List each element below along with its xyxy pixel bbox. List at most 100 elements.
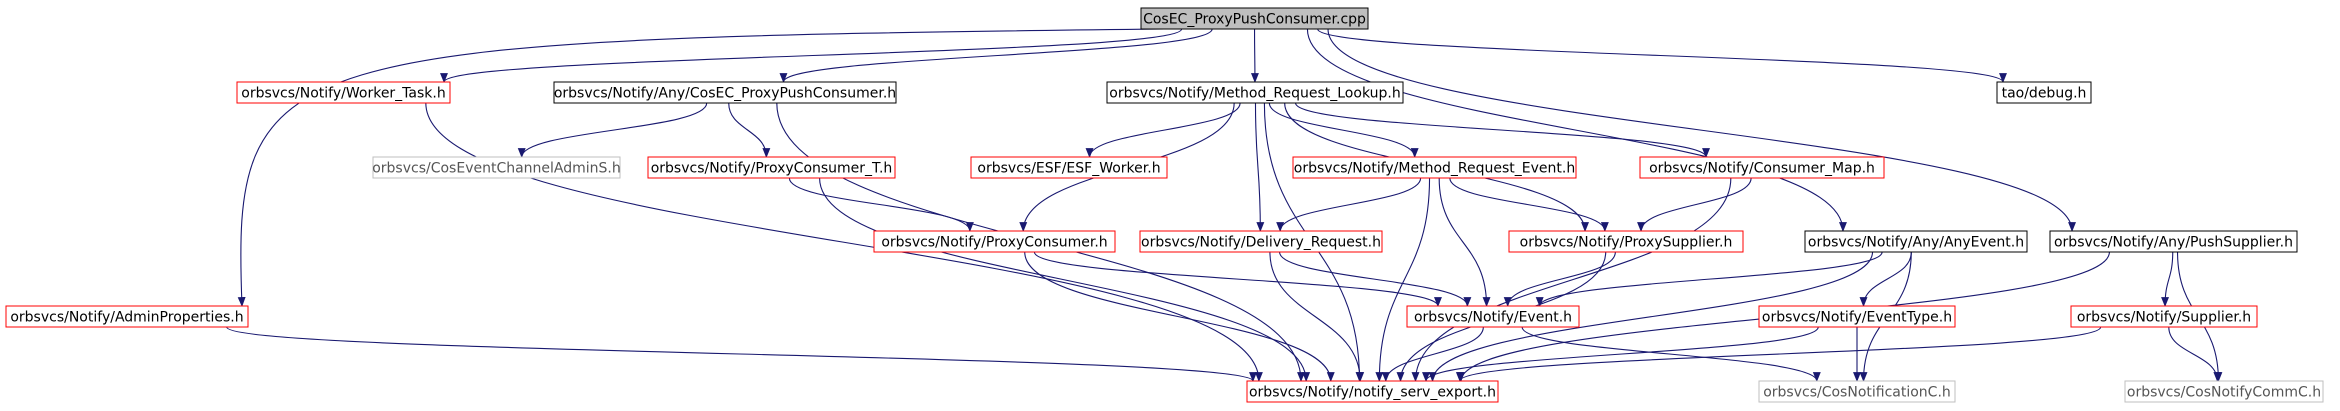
node-label: orbsvcs/Notify/ProxyConsumer_T.h	[651, 161, 893, 177]
node-orbsvcs-notify-adminproperties-h[interactable]: orbsvcs/Notify/AdminProperties.h	[5, 305, 249, 328]
node-label: orbsvcs/Notify/ProxySupplier.h	[1520, 235, 1733, 251]
node-orbsvcs-notify-supplier-h[interactable]: orbsvcs/Notify/Supplier.h	[2070, 305, 2258, 328]
node-label: orbsvcs/Notify/Worker_Task.h	[241, 86, 445, 102]
node-label: orbsvcs/Notify/Method_Request_Event.h	[1294, 161, 1575, 177]
node-label: orbsvcs/Notify/Any/CosEC_ProxyPushConsum…	[554, 86, 896, 102]
node-box	[1140, 7, 1369, 30]
edge-root-to-adminprops	[237, 28, 1165, 307]
node-label: orbsvcs/Notify/ProxyConsumer.h	[881, 235, 1107, 251]
file-nodes: CosEC_ProxyPushConsumer.cpp orbsvcs/Notif…	[5, 7, 2324, 403]
node-orbsvcs-cosnotificationc-h: orbsvcs/CosNotificationC.h	[1758, 380, 1956, 403]
edge-consumer_map-to-proxysupplier	[1637, 177, 1752, 232]
node-box	[1292, 156, 1577, 179]
node-orbsvcs-coseventchanneladmins-h: orbsvcs/CosEventChannelAdminS.h	[372, 156, 621, 179]
edge-root-to-pushsupplier	[1327, 28, 2076, 232]
node-box	[236, 81, 451, 104]
edge-supplier-to-export	[1456, 326, 2102, 382]
node-label: orbsvcs/ESF/ESF_Worker.h	[977, 161, 1160, 177]
node-orbsvcs-notify-any-pushsupplier-h[interactable]: orbsvcs/Notify/Any/PushSupplier.h	[2049, 230, 2298, 253]
node-box	[553, 81, 897, 104]
edge-mrl-to-mre	[1268, 102, 1419, 158]
node-tao-debug-h[interactable]: tao/debug.h	[1996, 81, 2092, 104]
node-label: orbsvcs/Notify/Supplier.h	[2077, 310, 2251, 326]
edge-event-to-export	[1381, 326, 1484, 382]
node-orbsvcs-notify-event-h[interactable]: orbsvcs/Notify/Event.h	[1406, 305, 1580, 328]
edge-root-to-tao_debug	[1317, 28, 2007, 83]
edge-root-to-any_cosec	[779, 28, 1213, 83]
edge-anyevent-to-eventtype	[1859, 251, 1912, 307]
node-box	[970, 156, 1168, 179]
edge-mrl-to-delivery	[1254, 102, 1265, 232]
edge-eventtype-to-export	[1422, 326, 1819, 382]
node-box	[873, 230, 1116, 253]
edge-mrl-to-esf_worker	[1085, 102, 1241, 158]
node-label: CosEC_ProxyPushConsumer.cpp	[1143, 12, 1366, 28]
edge-pushsupplier-to-supplier	[2161, 251, 2174, 307]
edge-worker_task-to-export	[425, 102, 1263, 382]
node-box	[1758, 380, 1956, 403]
node-label: orbsvcs/Notify/Any/AnyEvent.h	[1808, 235, 2024, 251]
node-box	[1639, 156, 1885, 179]
node-box	[2124, 380, 2324, 403]
node-cosec-proxypushconsumer-cpp[interactable]: CosEC_ProxyPushConsumer.cpp	[1140, 7, 1369, 30]
edge-adminprops-to-export	[226, 326, 1257, 382]
node-orbsvcs-notify-method-request-event-h[interactable]: orbsvcs/Notify/Method_Request_Event.h	[1292, 156, 1577, 179]
edge-mre-to-proxysupplier	[1449, 177, 1609, 232]
node-orbsvcs-notify-any-anyevent-h[interactable]: orbsvcs/Notify/Any/AnyEvent.h	[1804, 230, 2028, 253]
node-box	[2049, 230, 2298, 253]
node-orbsvcs-notify-notify-serv-export-h[interactable]: orbsvcs/Notify/notify_serv_export.h	[1246, 380, 1499, 403]
node-box	[5, 305, 249, 328]
node-label: orbsvcs/Notify/AdminProperties.h	[10, 310, 243, 326]
dependency-edges	[226, 28, 2223, 382]
node-orbsvcs-notify-consumer-map-h[interactable]: orbsvcs/Notify/Consumer_Map.h	[1639, 156, 1885, 179]
node-label: orbsvcs/CosNotifyCommC.h	[2127, 385, 2321, 401]
node-orbsvcs-notify-any-cosec-proxypushconsumer-h[interactable]: orbsvcs/Notify/Any/CosEC_ProxyPushConsum…	[553, 81, 897, 104]
node-box	[1139, 230, 1383, 253]
node-box	[1106, 81, 1404, 104]
edge-event-to-cosnotification	[1521, 326, 1821, 382]
node-label: orbsvcs/CosEventChannelAdminS.h	[372, 161, 621, 177]
node-box	[1804, 230, 2028, 253]
node-orbsvcs-notify-proxysupplier-h[interactable]: orbsvcs/Notify/ProxySupplier.h	[1508, 230, 1744, 253]
node-orbsvcs-notify-delivery-request-h[interactable]: orbsvcs/Notify/Delivery_Request.h	[1139, 230, 1383, 253]
node-box	[647, 156, 896, 179]
edge-mre-to-delivery	[1276, 177, 1422, 232]
edge-proxyconsumer_t-to-export	[819, 177, 1311, 382]
edge-proxysupplier-to-event	[1503, 251, 1616, 307]
edge-mrl-to-consumer_map	[1295, 102, 1710, 158]
node-box	[1508, 230, 1744, 253]
node-label: orbsvcs/Notify/Event.h	[1414, 310, 1572, 326]
node-box	[2070, 305, 2258, 328]
edge-delivery-to-export	[1269, 251, 1365, 382]
edge-anyevent-to-event	[1535, 251, 1883, 307]
node-label: tao/debug.h	[2002, 86, 2087, 102]
node-label: orbsvcs/Notify/Any/PushSupplier.h	[2054, 235, 2293, 251]
edge-any_cosec-to-proxyconsumer_t	[728, 102, 771, 158]
node-box	[372, 156, 621, 179]
node-label: orbsvcs/Notify/notify_serv_export.h	[1249, 385, 1496, 401]
edge-any_cosec-to-coseventadmin	[517, 102, 708, 158]
edge-root-to-anyevent	[1306, 28, 1847, 232]
edge-mre-to-export	[1375, 177, 1431, 382]
node-label: orbsvcs/Notify/Method_Request_Lookup.h	[1109, 86, 1400, 102]
edge-proxyconsumer_t-to-proxyconsumer	[788, 177, 974, 232]
edge-anyevent-to-export	[1428, 251, 1874, 382]
node-orbsvcs-notify-proxyconsumer-h[interactable]: orbsvcs/Notify/ProxyConsumer.h	[873, 230, 1116, 253]
node-label: orbsvcs/Notify/Delivery_Request.h	[1141, 235, 1381, 251]
node-orbsvcs-notify-eventtype-h[interactable]: orbsvcs/Notify/EventType.h	[1758, 305, 1956, 328]
node-orbsvcs-notify-method-request-lookup-h[interactable]: orbsvcs/Notify/Method_Request_Lookup.h	[1106, 81, 1404, 104]
node-orbsvcs-notify-proxyconsumer-t-h[interactable]: orbsvcs/Notify/ProxyConsumer_T.h	[647, 156, 896, 179]
node-label: orbsvcs/CosNotificationC.h	[1763, 385, 1951, 401]
node-box	[1246, 380, 1499, 403]
edge-delivery-to-event	[1279, 251, 1472, 307]
edge-consumer_map-to-export	[1411, 177, 1732, 382]
edge-supplier-to-cosnotifycomm	[2168, 326, 2222, 382]
node-orbsvcs-esf-esf-worker-h[interactable]: orbsvcs/ESF/ESF_Worker.h	[970, 156, 1168, 179]
node-box	[1996, 81, 2092, 104]
node-orbsvcs-notify-worker-task-h[interactable]: orbsvcs/Notify/Worker_Task.h	[236, 81, 451, 104]
edge-proxyconsumer-to-event	[1033, 251, 1442, 307]
node-box	[1406, 305, 1580, 328]
edge-proxyconsumer-to-export	[1024, 251, 1335, 382]
node-orbsvcs-cosnotifycommc-h: orbsvcs/CosNotifyCommC.h	[2124, 380, 2324, 403]
